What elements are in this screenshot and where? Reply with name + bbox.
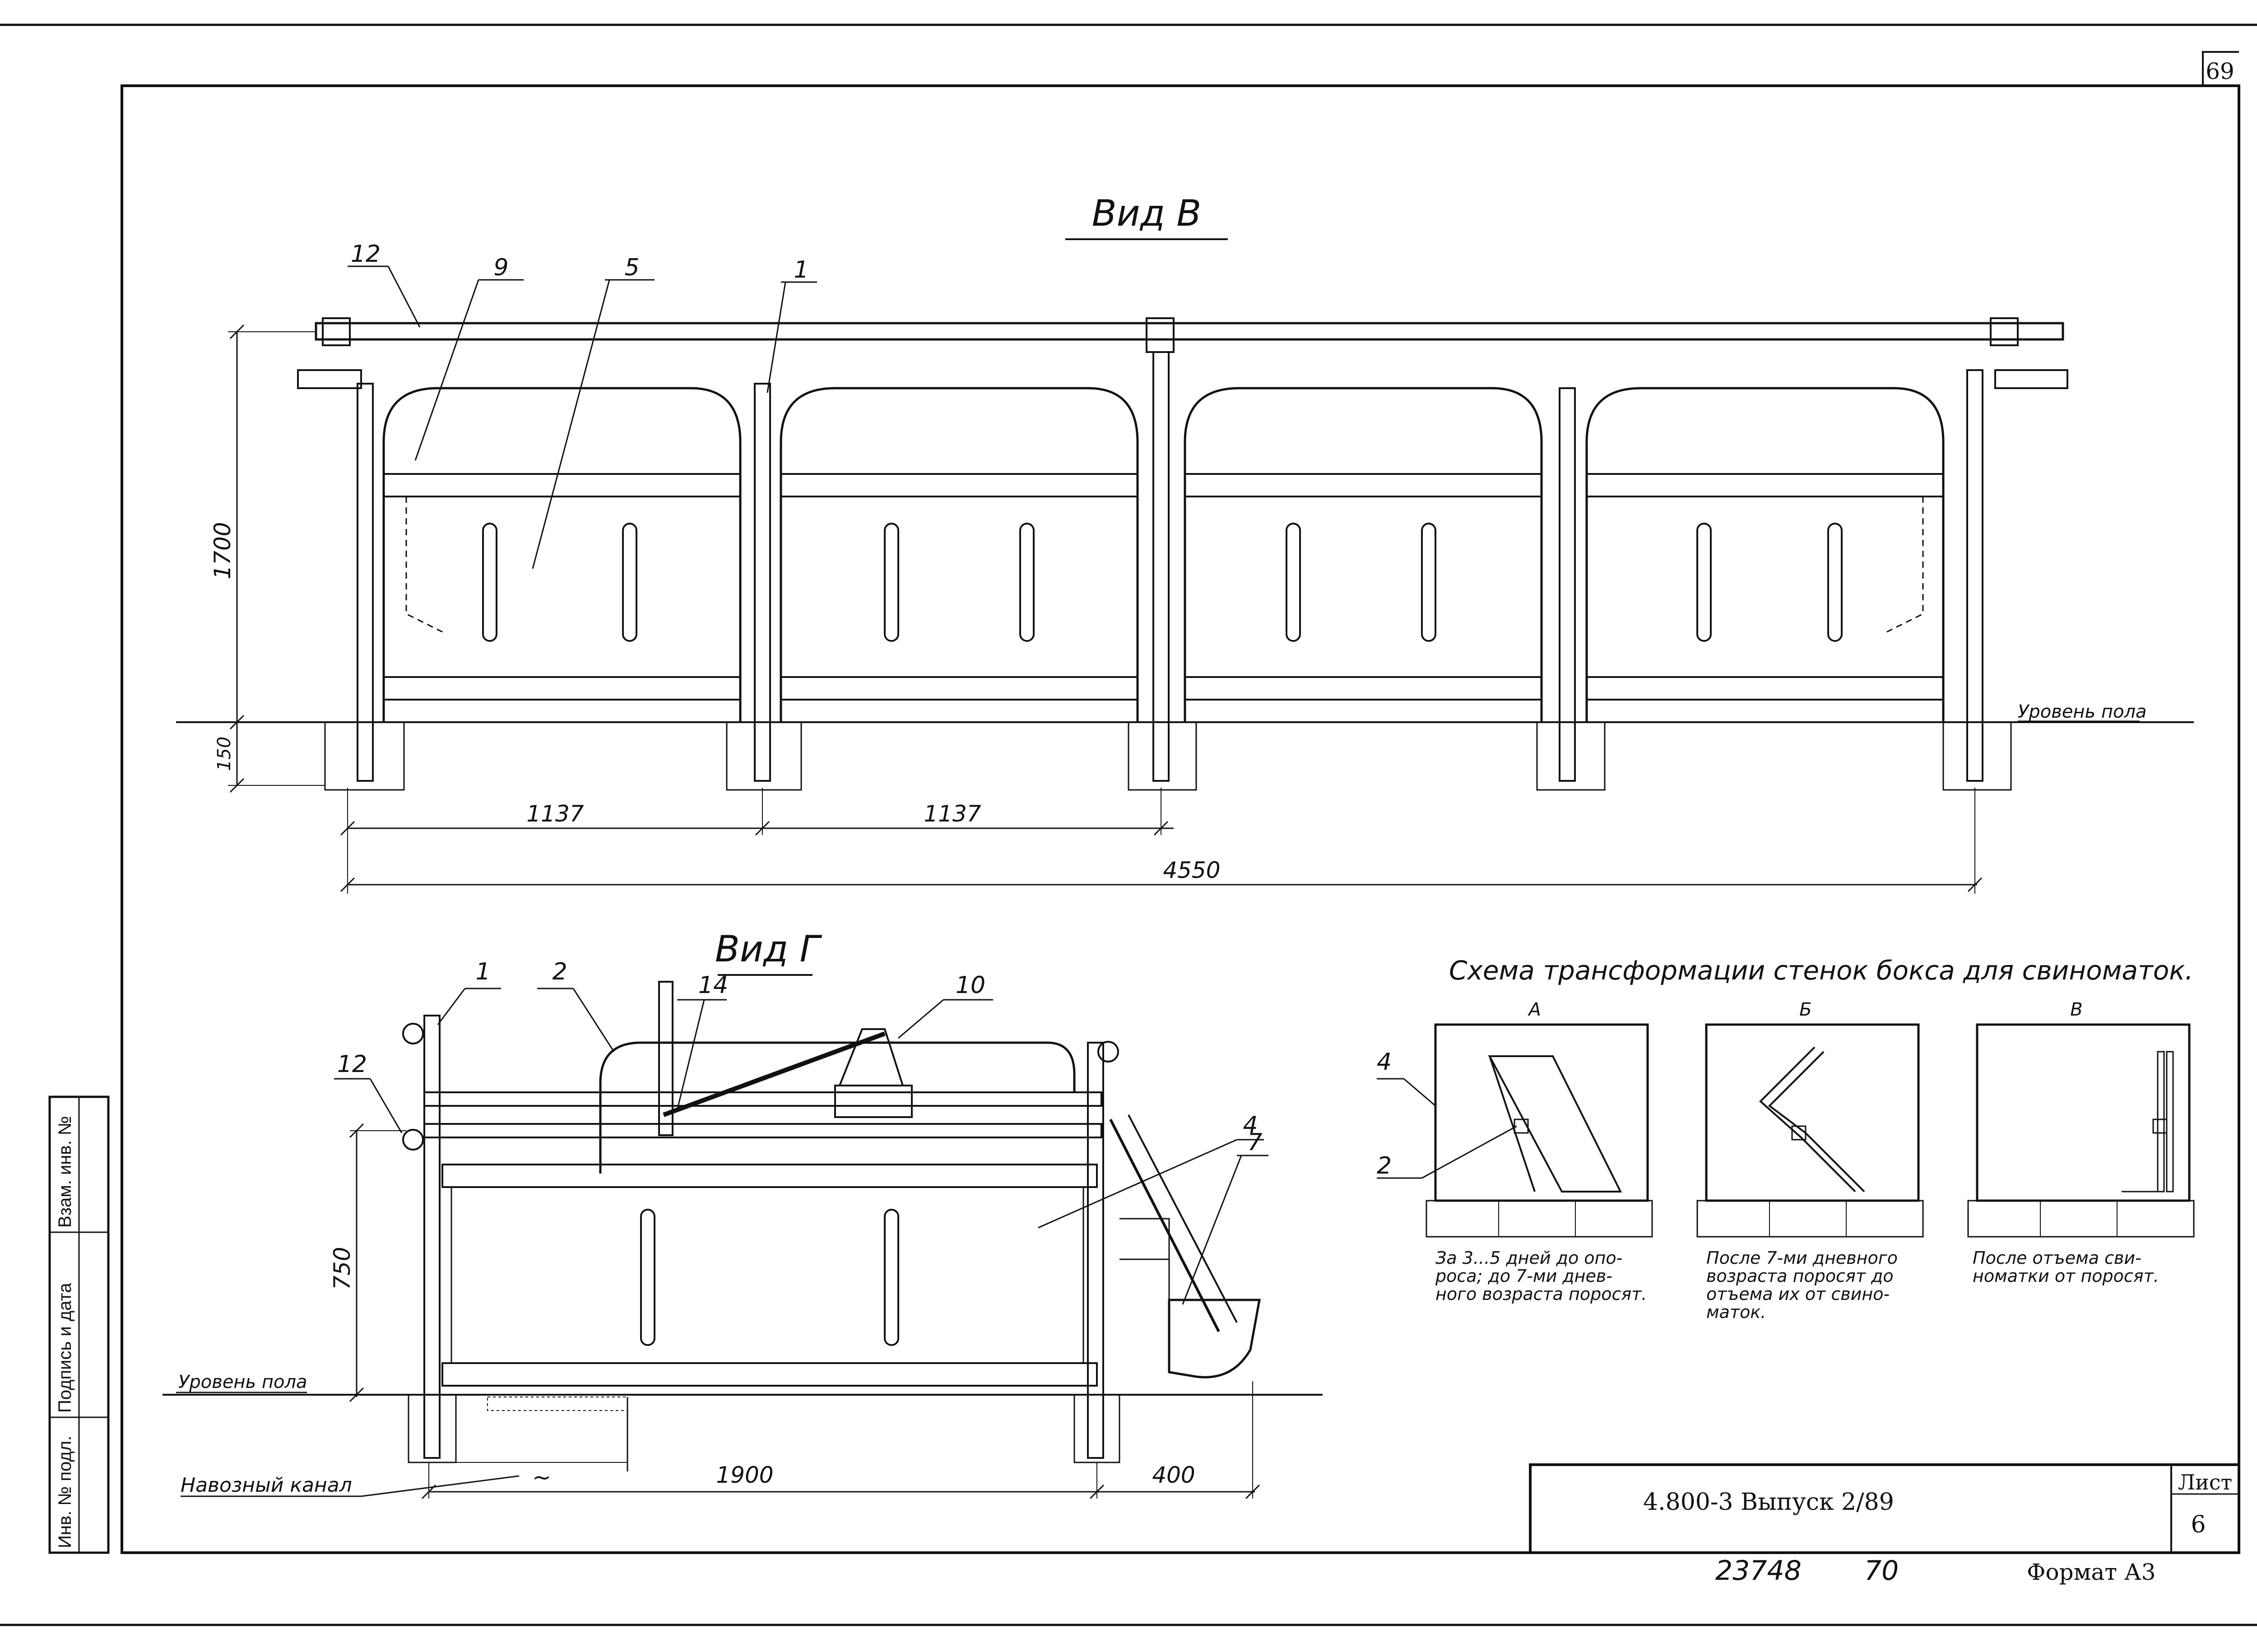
callout-14: 14 bbox=[698, 972, 728, 999]
callout-9: 9 bbox=[493, 254, 508, 281]
callout-12: 12 bbox=[351, 241, 381, 268]
svg-text:Б: Б bbox=[1799, 999, 1811, 1020]
dim-total-4550: 4550 bbox=[1163, 857, 1220, 883]
title-block: 4.800-3 Выпуск 2/89 Лист 6 bbox=[1529, 1463, 2240, 1554]
svg-text:После 7-ми дневного: После 7-ми дневного bbox=[1706, 1248, 1898, 1268]
pen-section-1 bbox=[382, 387, 742, 722]
page-number-box bbox=[2202, 51, 2239, 86]
transformation-scheme: Схема трансформации стенок бокса для сви… bbox=[1377, 955, 2195, 1322]
dim-length-1900: 1900 bbox=[716, 1462, 773, 1488]
format-label: Формат А3 bbox=[2027, 1559, 2156, 1585]
svg-text:ного возраста поросят.: ного возраста поросят. bbox=[1435, 1284, 1647, 1304]
stamp-inv-replace: Взам. инв. № bbox=[55, 1116, 75, 1228]
svg-text:номатки от поросят.: номатки от поросят. bbox=[1973, 1266, 2159, 1286]
view-b-title: Вид В bbox=[1092, 192, 1202, 234]
svg-text:А: А bbox=[1527, 999, 1541, 1020]
bottom-number-1: 23748 bbox=[1715, 1555, 1802, 1587]
pen-section-2 bbox=[780, 387, 1139, 722]
callout-2-g: 2 bbox=[552, 958, 567, 985]
pen-section-4 bbox=[1585, 387, 1945, 722]
callout-4-g: 4 bbox=[1243, 1112, 1258, 1139]
tilde-mark: ~ bbox=[532, 1464, 551, 1490]
svg-text:За 3...5 дней до опо-: За 3...5 дней до опо- bbox=[1435, 1248, 1622, 1268]
floor-label-g: Уровень пола bbox=[178, 1372, 307, 1392]
callout-1-g: 1 bbox=[475, 958, 490, 985]
scheme-panel-b: Б После 7-ми дневного возраста поросят д… bbox=[1696, 999, 1924, 1322]
dim-span-1137-b: 1137 bbox=[924, 801, 981, 827]
sheet-label: Лист bbox=[2178, 1470, 2232, 1494]
floor-label-b: Уровень пола bbox=[2018, 701, 2147, 722]
page-number: 69 bbox=[2206, 58, 2234, 84]
callout-7-g: 7 bbox=[1247, 1129, 1262, 1156]
bottom-number-2: 70 bbox=[1864, 1555, 1899, 1587]
pen-section-3 bbox=[1184, 387, 1543, 722]
dim-base-150: 150 bbox=[214, 737, 235, 771]
dim-extra-400: 400 bbox=[1152, 1462, 1195, 1488]
scheme-title: Схема трансформации стенок бокса для сви… bbox=[1449, 955, 2193, 986]
svg-text:возраста поросят до: возраста поросят до bbox=[1706, 1266, 1894, 1286]
drawing-frame bbox=[121, 84, 2240, 1554]
dim-height-750: 750 bbox=[329, 1247, 355, 1290]
scheme-callout-2: 2 bbox=[1377, 1152, 1392, 1179]
stamp-sign-date: Подпись и дата bbox=[55, 1283, 75, 1413]
scheme-panel-v: В После отъема сви- номатки от поросят. bbox=[1967, 999, 2195, 1286]
dim-span-1137-a: 1137 bbox=[526, 801, 584, 827]
designation: 4.800-3 Выпуск 2/89 bbox=[1643, 1489, 1894, 1516]
svg-text:отъема их от свино-: отъема их от свино- bbox=[1706, 1284, 1890, 1304]
view-b: Вид В bbox=[176, 192, 2194, 894]
view-g-title: Вид Г bbox=[715, 928, 822, 970]
svg-text:маток.: маток. bbox=[1706, 1302, 1766, 1322]
callout-10: 10 bbox=[956, 972, 985, 999]
svg-text:В: В bbox=[2070, 999, 2082, 1020]
view-g: Вид Г bbox=[163, 928, 1323, 1499]
callout-1: 1 bbox=[794, 256, 808, 283]
sheet-value: 6 bbox=[2191, 1511, 2206, 1538]
scheme-panel-a: А 4 2 За 3...5 дней до опо- роса; до 7-м… bbox=[1377, 999, 1653, 1304]
callout-12-g: 12 bbox=[337, 1051, 367, 1078]
svg-text:После отъема сви-: После отъема сви- bbox=[1973, 1248, 2141, 1268]
manure-channel-label: Навозный канал bbox=[181, 1474, 352, 1497]
callout-5: 5 bbox=[624, 254, 639, 281]
stamp-inv-orig: Инв. № подл. bbox=[55, 1435, 75, 1548]
svg-text:роса; до 7-ми днев-: роса; до 7-ми днев- bbox=[1435, 1266, 1612, 1286]
scheme-callout-4: 4 bbox=[1377, 1049, 1392, 1076]
side-stamp bbox=[48, 1095, 110, 1554]
dim-height-1700: 1700 bbox=[209, 522, 236, 579]
